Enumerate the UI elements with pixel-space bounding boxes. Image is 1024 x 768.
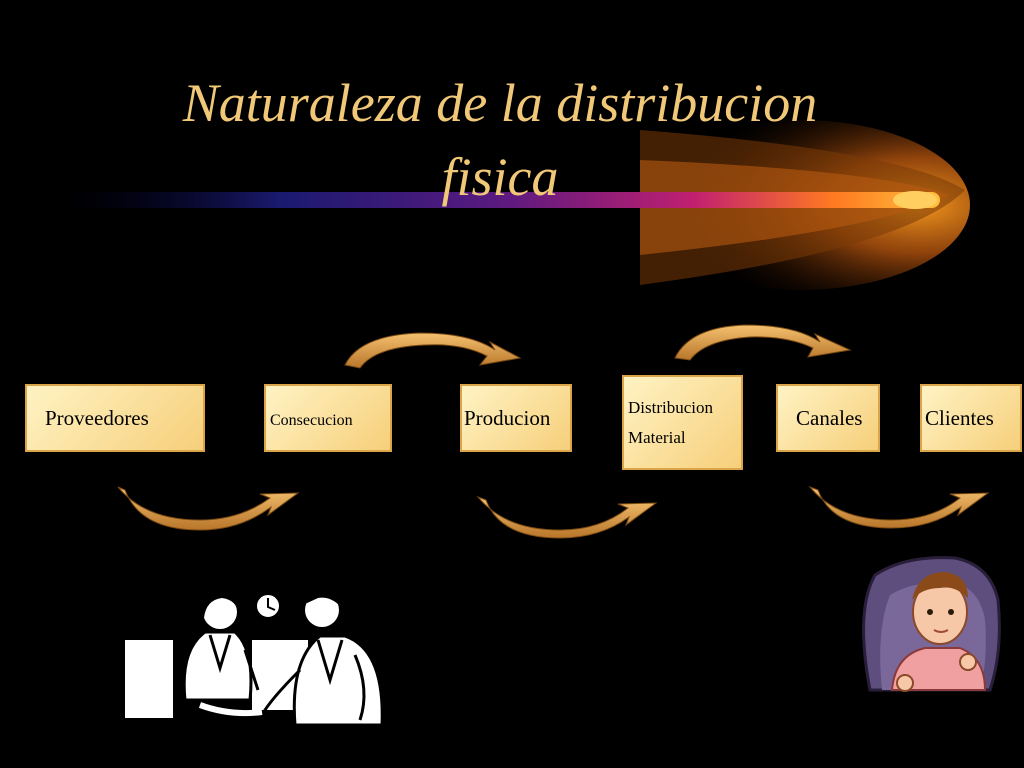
flow-step-label-line-2: Material bbox=[628, 427, 686, 447]
arrow-under-proveedores-consecucion bbox=[117, 486, 300, 531]
flow-step-label: Consecucion bbox=[270, 412, 353, 429]
flow-step-label: Distribucion bbox=[628, 397, 713, 417]
flow-step-label: Canales bbox=[796, 405, 863, 430]
comet-streak bbox=[60, 120, 970, 290]
business-meeting-illustration bbox=[125, 588, 384, 727]
arrow-under-producion-distribucion bbox=[476, 495, 658, 539]
arrow-over-consecucion-producion bbox=[344, 332, 522, 369]
flow-step-consecucion: Consecucion bbox=[264, 384, 392, 452]
flow-step-clientes: Clientes bbox=[920, 384, 1022, 452]
slide-title-line-2: fisica bbox=[441, 147, 559, 207]
flow-step-label: Clientes bbox=[925, 405, 994, 430]
flow-step-distribucion-material: Distribucion Material bbox=[622, 375, 743, 470]
arrow-over-distribucion-canales bbox=[674, 324, 852, 361]
flow-step-label: Producion bbox=[464, 405, 551, 430]
flow-step-proveedores: Proveedores bbox=[25, 384, 205, 452]
flow-step-producion: Producion bbox=[460, 384, 572, 452]
slide-title: Naturaleza de la distribucion fisica bbox=[100, 66, 900, 214]
flow-step-label: Proveedores bbox=[45, 405, 149, 430]
arrow-under-canales-clientes bbox=[808, 485, 990, 529]
flow-step-canales: Canales bbox=[776, 384, 880, 452]
baby-in-chair-illustration bbox=[862, 556, 1001, 692]
slide-title-line-1: Naturaleza de la distribucion bbox=[182, 73, 818, 133]
